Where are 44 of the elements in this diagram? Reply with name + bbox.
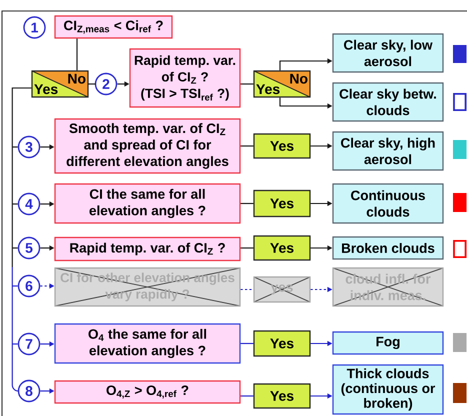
connector-line — [12, 285, 18, 287]
connector-line — [12, 247, 18, 249]
connector-line — [12, 368, 19, 392]
question-box: O$_{4}$ the same for all elevation angles ? — [54, 323, 241, 364]
result-box: Clear sky, low aerosol — [332, 33, 444, 73]
yes-box: Yes — [253, 383, 311, 409]
connector-line — [76, 38, 78, 70]
yes-no-box: No Yes — [253, 70, 311, 98]
connector-line — [240, 83, 254, 85]
connector-line — [12, 248, 13, 267]
connector-line — [240, 145, 254, 147]
connector-line — [88, 83, 96, 85]
question-box: O$_{4,Z}$ > O$_{4,ref}$ ? — [54, 380, 241, 404]
connector-line — [12, 87, 32, 147]
connector-line — [12, 343, 18, 345]
question-box: CI$_{Z,meas}$ < Ci$_{ref}$ ? — [54, 15, 173, 39]
question-box: Smooth temp. var. of CI$_{Z}$ and spread of CI for different elevation angles — [54, 118, 241, 174]
result-box: Fog — [332, 331, 444, 355]
connector-line — [12, 286, 13, 315]
connector-line — [12, 146, 18, 148]
result-box: Clear sky betw. clouds — [332, 82, 444, 122]
connector-line — [12, 147, 13, 204]
connector-line — [12, 267, 13, 286]
connector-line — [240, 202, 254, 204]
result-box: Thick clouds (continuous or broken) — [332, 364, 444, 415]
result-box: Broken clouds — [332, 236, 444, 260]
connector-line — [240, 288, 254, 290]
connector-line — [12, 315, 13, 344]
question-box: CI the same for all elevation angles ? — [54, 183, 241, 224]
connector-line — [240, 342, 254, 344]
result-box: Continuous clouds — [332, 183, 444, 224]
connector-line — [240, 247, 254, 249]
yes-box: Yes — [253, 133, 311, 159]
question-box: Rapid temp. var. of CI$_{Z}$ ? — [54, 236, 241, 262]
connector-line — [240, 395, 254, 397]
result-box: Clear sky, high aerosol — [332, 131, 444, 171]
connector-line — [12, 344, 13, 368]
yes-box: Yes — [253, 330, 311, 357]
yes-box: Yes — [253, 235, 311, 261]
yes-box: Yes — [253, 190, 311, 218]
yes-no-box: No Yes — [31, 70, 89, 98]
connector-line — [12, 203, 18, 205]
question-box: Rapid temp. var. of CI$_{Z}$ ? (TSI > TSI$_{ref}$ ?) — [129, 48, 241, 108]
connector-line — [12, 204, 13, 248]
